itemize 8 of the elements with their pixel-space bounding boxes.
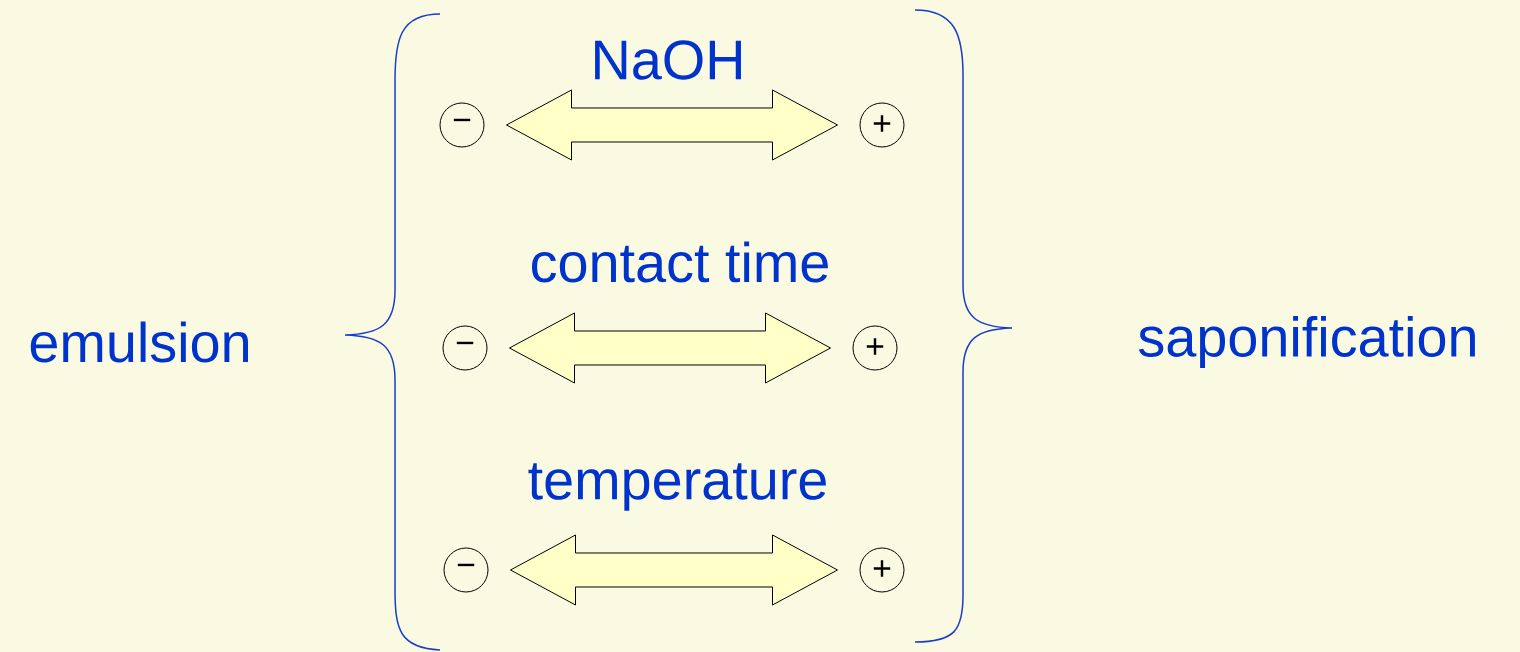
edge-label: contact time [528,240,832,284]
edge-label: temperature [526,462,830,512]
double-arrow [506,89,838,161]
side-label: saponification [1138,316,1475,368]
side-label: emulsion [30,321,248,363]
double-arrow [509,312,831,384]
double-arrow [510,534,838,606]
edge-label: NaOH [589,39,747,81]
